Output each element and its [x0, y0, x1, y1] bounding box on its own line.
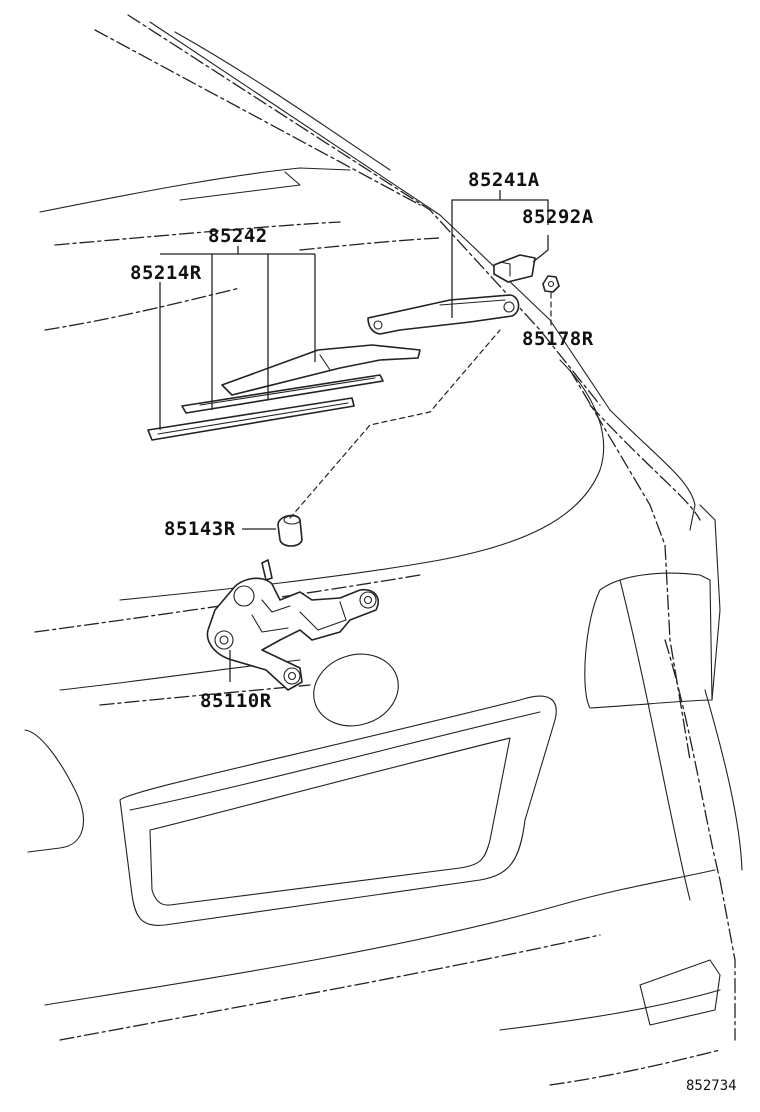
head-cap-part — [493, 254, 536, 283]
diagram-id: 852734 — [686, 1078, 737, 1094]
nut-part — [542, 275, 560, 293]
car-body-outline — [24, 14, 743, 1086]
label-rubber: 85214R — [130, 262, 202, 284]
label-cap: 85292A — [522, 206, 594, 228]
label-grommet: 85143R — [164, 518, 236, 540]
label-motor: 85110R — [200, 690, 272, 712]
wiper-motor-part — [206, 559, 379, 691]
part-labels: 85241A 85292A 85242 85214R 85178R 85143R… — [130, 169, 737, 1094]
wiper-blade-part — [181, 344, 421, 414]
wiper-arm-part — [367, 294, 520, 335]
label-arm: 85241A — [468, 169, 540, 191]
grommet-part — [277, 514, 303, 547]
blade-rubber-part — [147, 397, 355, 441]
leader-lines — [159, 190, 552, 682]
label-blade: 85242 — [208, 225, 268, 247]
label-nut: 85178R — [522, 328, 594, 350]
